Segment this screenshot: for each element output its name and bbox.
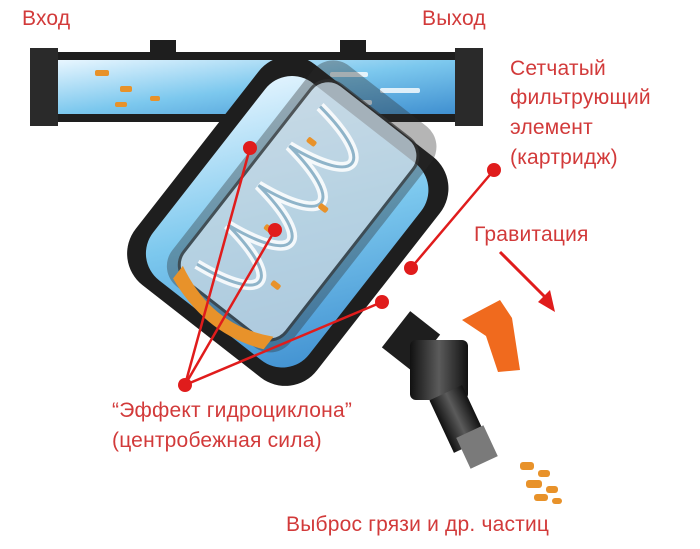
dirt-discharge-stream	[520, 462, 562, 504]
filter-element-label-line4: (картридж)	[510, 146, 618, 169]
dirt-discharge-label: Выброс грязи и др. частиц	[286, 513, 550, 536]
cartridge-pointer-line	[410, 169, 495, 269]
filter-element-label-line3: элемент	[510, 116, 593, 139]
valve-handle	[462, 300, 520, 372]
outlet-label: Выход	[422, 7, 486, 30]
gravity-arrow-icon	[498, 250, 555, 312]
cartridge	[177, 79, 420, 342]
filter-element-label-line2: фильтрующий	[510, 86, 651, 109]
drain-valve	[381, 300, 520, 469]
hydrocyclone-label-line2: (центробежная сила)	[112, 429, 322, 452]
inlet-label: Вход	[22, 7, 71, 30]
filter-element-label-line1: Сетчатый	[510, 57, 606, 80]
hydrocyclone-pointers	[183, 147, 383, 387]
sediment	[173, 265, 274, 350]
hydrocyclone-label-line1: “Эффект гидроциклона”	[112, 399, 353, 422]
gravity-label: Гравитация	[474, 223, 589, 246]
pointer-dot	[178, 141, 501, 392]
